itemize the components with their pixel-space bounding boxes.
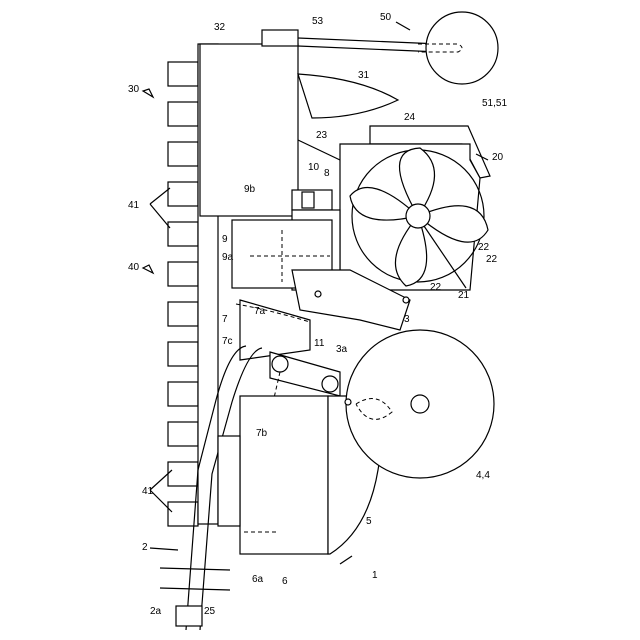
top-block <box>262 30 298 46</box>
label-7a: 7a <box>254 306 266 317</box>
block-10-inner <box>302 192 314 208</box>
body-6 <box>240 396 328 554</box>
label-1: 1 <box>372 570 378 581</box>
label-51: 51,51 <box>482 98 507 109</box>
arrow-30 <box>143 89 153 97</box>
label-22-b: 22 <box>478 242 490 253</box>
label-6: 6 <box>282 576 288 587</box>
pivot-3a <box>322 376 338 392</box>
label-9b: 9b <box>244 184 256 195</box>
label-32: 32 <box>214 22 226 33</box>
label-22-a: 22 <box>486 254 498 265</box>
label-5: 5 <box>366 516 372 527</box>
label-8: 8 <box>324 168 330 179</box>
label-40: 40 <box>128 262 140 273</box>
wheel-4-hub <box>411 395 429 413</box>
label-53: 53 <box>312 16 324 27</box>
pivot <box>315 291 321 297</box>
label-22-c: 22 <box>430 282 442 293</box>
label-7: 7 <box>222 314 228 325</box>
blade-31 <box>298 74 398 118</box>
label-24: 24 <box>404 112 416 123</box>
label-3: 3 <box>404 314 410 325</box>
pivot <box>345 399 351 405</box>
label-20: 20 <box>492 152 504 163</box>
label-9a: 9a <box>222 252 234 263</box>
label-23: 23 <box>316 130 328 141</box>
arrow-40 <box>143 265 153 273</box>
arrow-1 <box>340 556 352 564</box>
label-2: 2 <box>142 542 148 553</box>
handle-end-2a <box>176 606 202 626</box>
label-30: 30 <box>128 84 140 95</box>
handle-grip <box>160 568 230 570</box>
label-25: 25 <box>204 606 216 617</box>
label-41-b: 41 <box>142 486 154 497</box>
shaft-line-bottom <box>298 46 440 52</box>
label-21: 21 <box>458 290 470 301</box>
label-11: 11 <box>314 338 325 349</box>
label-2a: 2a <box>150 606 162 617</box>
shaft-line-top <box>298 38 440 44</box>
label-7c: 7c <box>222 336 233 347</box>
pivot <box>403 297 409 303</box>
connector-block <box>218 436 240 526</box>
label-9: 9 <box>222 234 228 245</box>
label-3a: 3a <box>336 344 348 355</box>
label-31: 31 <box>358 70 370 81</box>
label-4: 4,4 <box>476 470 490 481</box>
arrow-2 <box>150 548 178 550</box>
label-50: 50 <box>380 12 392 23</box>
label-41-a: 41 <box>128 200 140 211</box>
label-7b: 7b <box>256 428 268 439</box>
pivot-11a <box>272 356 288 372</box>
handle-grip <box>160 588 230 590</box>
label-6a: 6a <box>252 574 264 585</box>
leader-41 <box>150 188 170 228</box>
label-10: 10 <box>308 162 320 173</box>
arrow-50 <box>396 22 410 30</box>
housing-slope-line <box>298 140 340 160</box>
brush-row <box>168 62 198 526</box>
